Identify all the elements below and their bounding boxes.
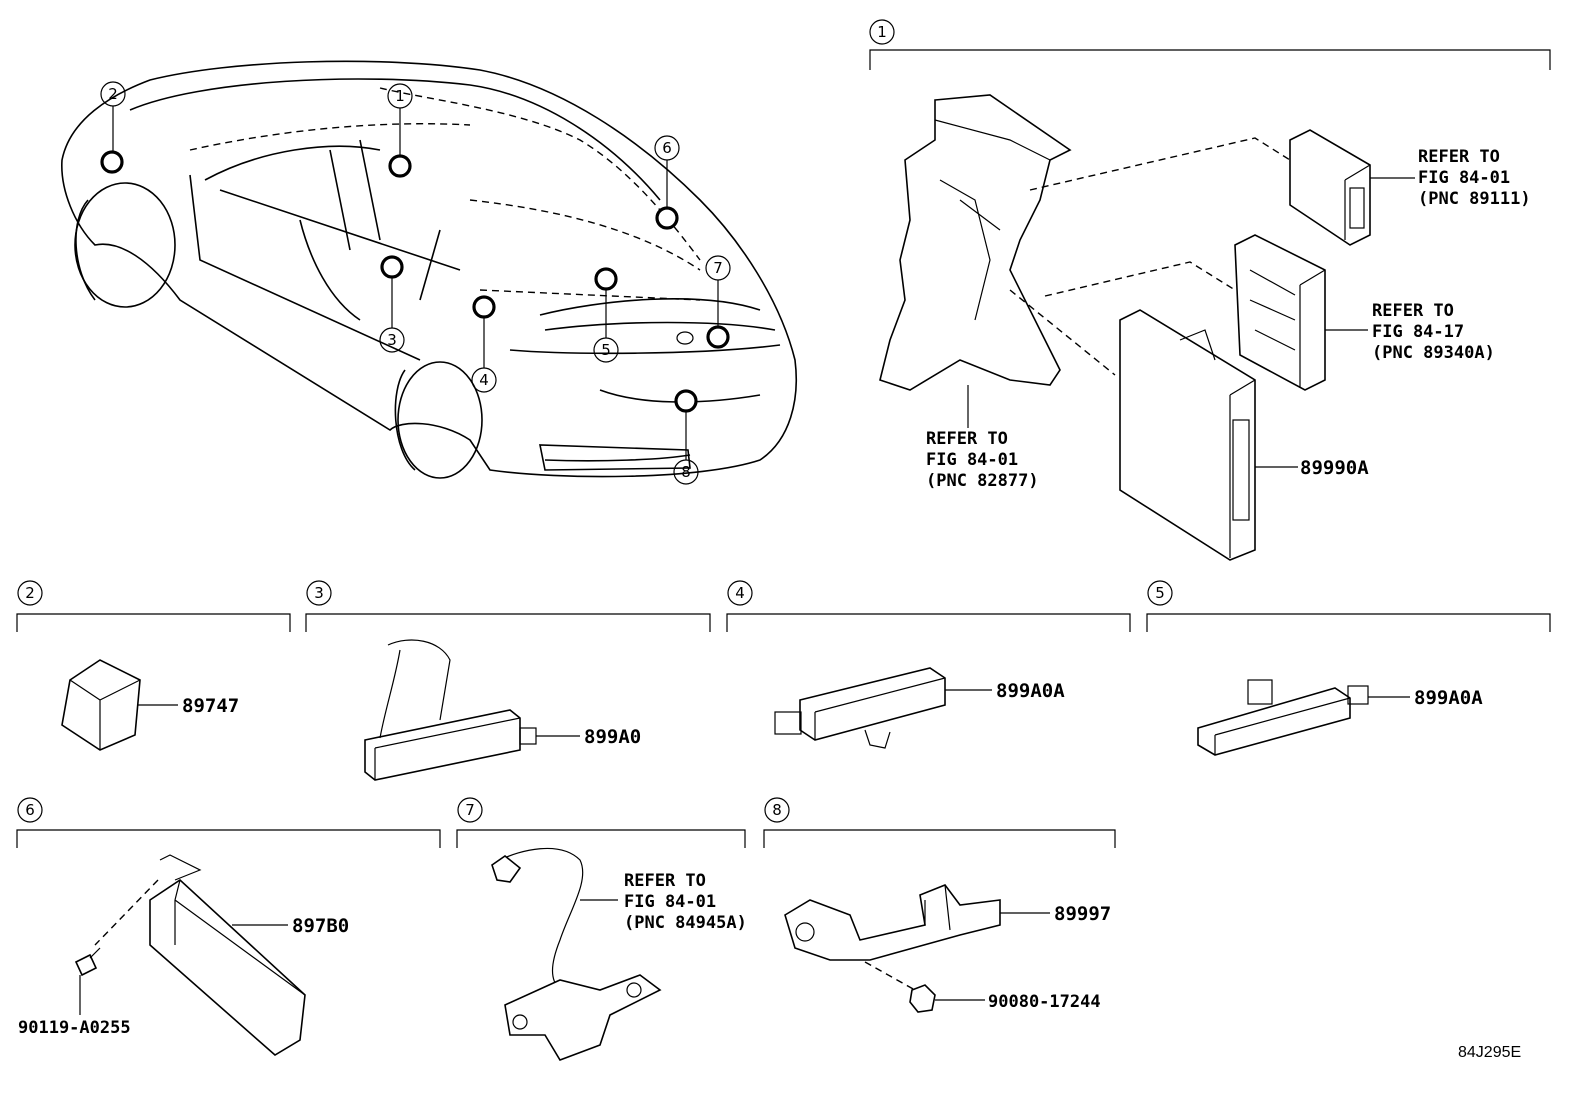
marker-6 (655, 206, 679, 230)
ecu-89990a (1119, 309, 1256, 561)
pn-899a0a-5: 899A0A (1414, 687, 1483, 709)
ref-82877-l2: FIG 84-01 (926, 450, 1018, 470)
part-89747 (61, 659, 141, 751)
section-2-number: 2 (25, 584, 35, 602)
part-899a0a-a (799, 667, 946, 741)
ref-89111-l1: REFER TO (1418, 147, 1500, 167)
pn-89990a: 89990A (1300, 457, 1369, 479)
section-4-number: 4 (735, 584, 745, 602)
ref-89111-l3: (PNC 89111) (1418, 189, 1531, 209)
section-6-number: 6 (25, 801, 35, 819)
ref-89340a-l1: REFER TO (1372, 301, 1454, 321)
marker-3 (380, 255, 404, 279)
part-899a0 (364, 709, 521, 781)
pn-89997: 89997 (1054, 903, 1111, 925)
module-89340a (1234, 234, 1326, 391)
ref-89340a-l2: FIG 84-17 (1372, 322, 1464, 342)
part-899a0a-b (1197, 687, 1351, 756)
car-callout-8: 8 (681, 463, 691, 481)
car-callout-4: 4 (479, 371, 489, 389)
section-4: 4 899A0A (726, 580, 1131, 749)
marker-7 (706, 325, 730, 349)
ref-82877-l1: REFER TO (926, 429, 1008, 449)
part-89997 (784, 884, 1001, 961)
section-3-number: 3 (314, 584, 324, 602)
pn-899a0a-4: 899A0A (996, 680, 1065, 702)
car-location-markers (100, 150, 730, 413)
section-1: 1 89990A REFER TO FIG 84-01 (PNC 82877) (869, 19, 1551, 561)
car-callout-6: 6 (662, 139, 672, 157)
section-7: 7 REFER TO FIG 84-01 (PNC 84945A) (456, 797, 747, 1061)
ref-89340a-l3: (PNC 89340A) (1372, 343, 1495, 363)
marker-2 (100, 150, 124, 174)
pn-89747: 89747 (182, 695, 239, 717)
clip-90080 (909, 984, 936, 1013)
section-2: 2 89747 (16, 580, 291, 751)
section-3: 3 899A0 (305, 580, 711, 781)
ref-84945a-l3: (PNC 84945A) (624, 913, 747, 933)
car-callout-5: 5 (601, 341, 611, 359)
section-6: 6 897B0 90119-A0255 (16, 797, 441, 1056)
marker-8 (674, 389, 698, 413)
car-callouts: 2 1 3 4 5 6 7 8 (100, 81, 731, 485)
section-5-number: 5 (1155, 584, 1165, 602)
car-callout-2: 2 (108, 85, 118, 103)
section-1-number: 1 (877, 23, 887, 41)
pn-897b0: 897B0 (292, 915, 349, 937)
car-callout-1: 1 (395, 87, 405, 105)
sensor-7 (504, 974, 662, 1061)
part-897b0 (149, 878, 306, 1056)
marker-4 (472, 295, 496, 319)
figure-code: 84J295E (1458, 1044, 1521, 1061)
bolt-90119 (74, 953, 98, 977)
ref-89111-l2: FIG 84-01 (1418, 168, 1510, 188)
section-8: 8 89997 90080-17244 (763, 797, 1116, 1013)
section-5: 5 899A0A (1146, 580, 1551, 756)
connector-7 (491, 855, 522, 883)
pn-899a0: 899A0 (584, 726, 641, 748)
pn-90119-a0255: 90119-A0255 (18, 1018, 131, 1038)
car-overview (61, 60, 798, 479)
marker-1 (388, 154, 412, 178)
ref-82877-l3: (PNC 82877) (926, 471, 1039, 491)
section-8-number: 8 (772, 801, 782, 819)
section-7-number: 7 (465, 801, 475, 819)
pn-90080-17244: 90080-17244 (988, 992, 1101, 1012)
ref-84945a-l1: REFER TO (624, 871, 706, 891)
marker-5 (594, 267, 618, 291)
bracket-part (879, 94, 1072, 391)
car-callout-3: 3 (387, 331, 397, 349)
car-callout-7: 7 (713, 259, 723, 277)
ref-84945a-l2: FIG 84-01 (624, 892, 716, 912)
